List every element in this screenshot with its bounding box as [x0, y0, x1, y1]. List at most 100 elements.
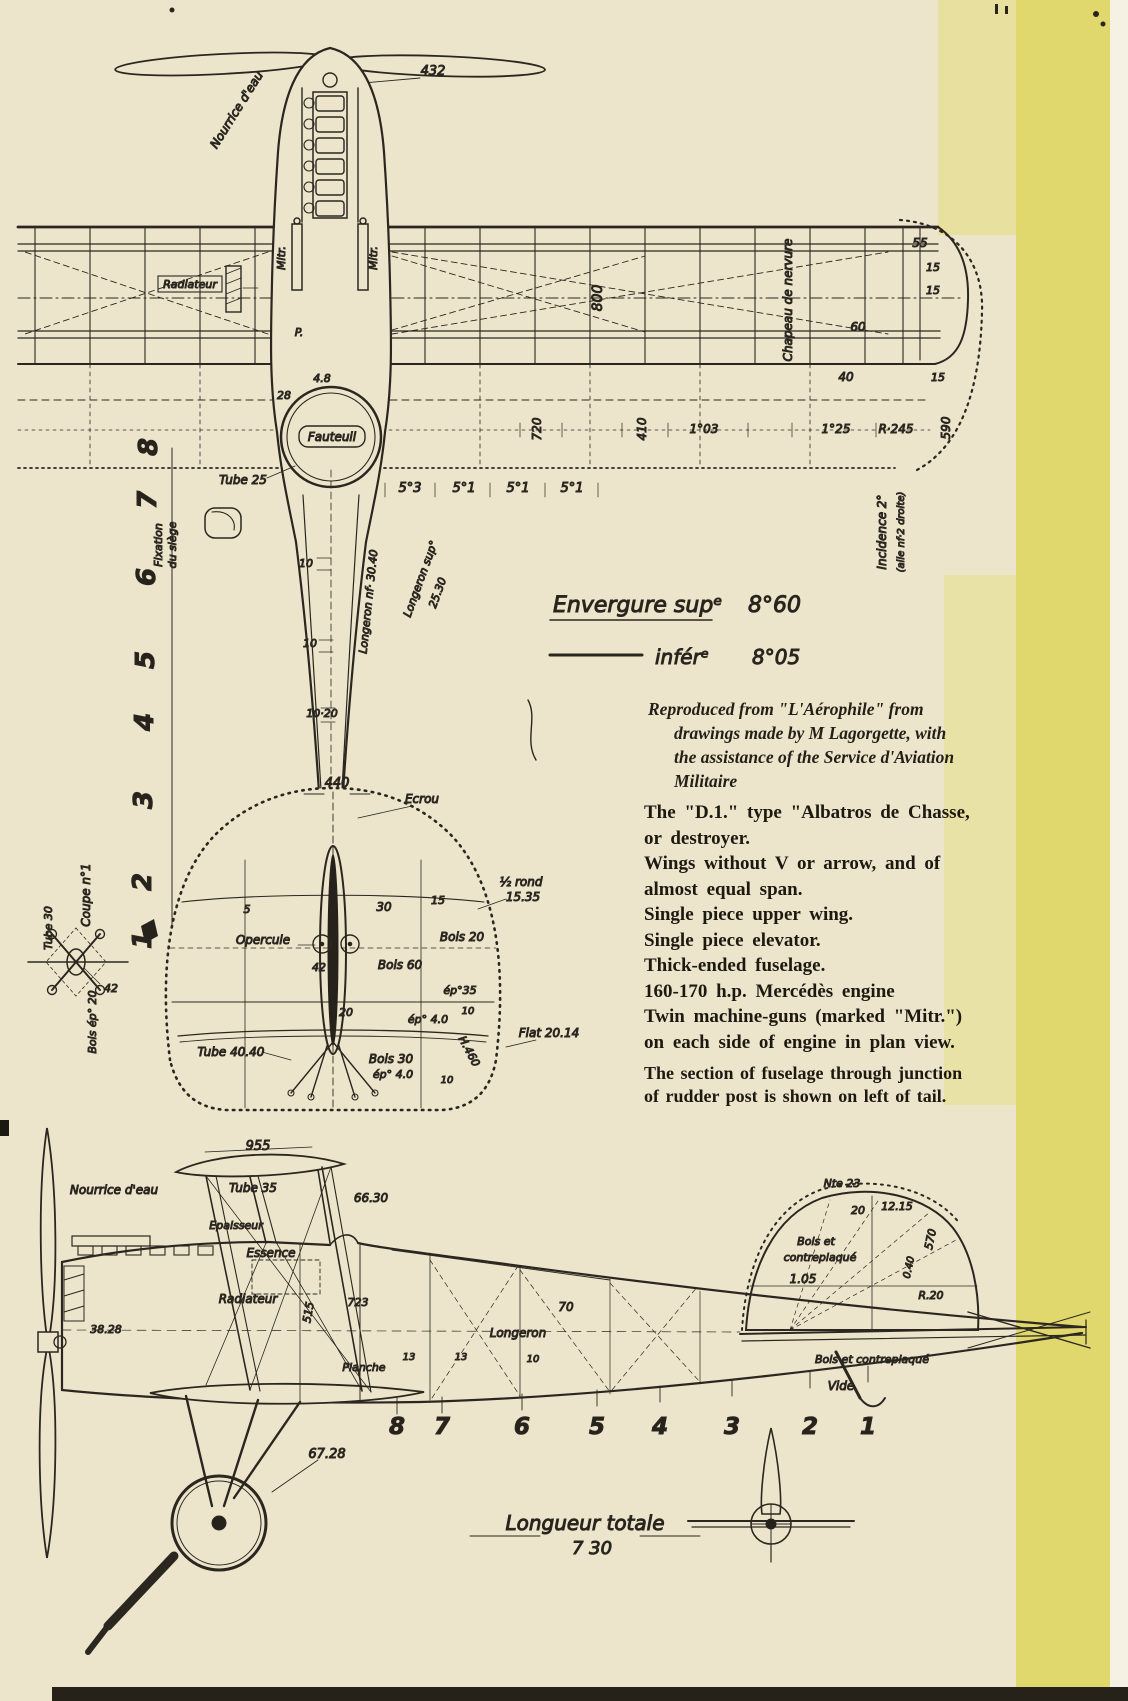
struts-and-wires [205, 1166, 372, 1393]
label-planche: Planche [342, 1361, 385, 1374]
machine-guns [291, 217, 369, 291]
credit-line: the assistance of the Service d'Aviation [674, 747, 955, 767]
label-nte-23: Nte 23 [824, 1177, 861, 1190]
note-line: Single piece elevator. [644, 929, 821, 951]
rib-number-2: 2 [128, 873, 158, 891]
footnote-line: The section of fuselage through junction [644, 1063, 963, 1083]
rib-number-8: 8 [134, 438, 164, 456]
label-dim-10-a: 10 [462, 1006, 475, 1017]
elevator-leaders [261, 793, 537, 1061]
yellow-wash-textarea [944, 575, 1016, 1105]
label-dim-15-b: 15 [926, 284, 940, 297]
label-dim-13-a: 13 [403, 1352, 416, 1363]
note-line: Single piece upper wing. [644, 904, 854, 925]
upper-wing-side [173, 1153, 348, 1178]
label-dim-r245: R·245 [878, 422, 913, 436]
label-bois-contre-1a: Bois et [797, 1235, 835, 1248]
label-dim-20: 20 [339, 1006, 353, 1019]
label-nourrice-side: Nourrice d'eau [70, 1183, 159, 1197]
label-dim-15: 15 [431, 894, 445, 907]
wing-plan [16, 218, 984, 951]
label-demi-rond-2: 15.35 [506, 890, 540, 904]
label-dim-66-30: 66.30 [354, 1191, 389, 1205]
label-dim-70: 70 [558, 1300, 574, 1314]
station-number-2: 2 [802, 1414, 818, 1440]
label-longueur-totale: Longueur totale [505, 1511, 664, 1535]
label-coupe-title: Coupe n°1 [79, 863, 93, 926]
plan-view: 432 Nourrice d'eau Mitr. Mitr. Radiateur… [16, 46, 984, 951]
label-fixation-2: du siège [166, 521, 179, 568]
station-number-5: 5 [589, 1414, 605, 1440]
scribble [527, 699, 537, 761]
fin-rudder-side [739, 1182, 1091, 1408]
side-view: 955 Tube 35 66.30 Nourrice d'eau Epaisse… [37, 1127, 1091, 1655]
label-dim-10-b: 10 [303, 637, 317, 650]
label-deg-5-1-c: 5°1 [560, 481, 583, 496]
scan-specks [169, 4, 1106, 27]
label-dim-38-28: 38.28 [90, 1323, 122, 1336]
label-bois-30: Bois 30 [369, 1052, 414, 1066]
fuselage-internal-structure [251, 1242, 701, 1403]
rib-number-5: 5 [131, 651, 161, 669]
rib-number-6: 6 [132, 568, 162, 586]
label-dim-440: 440 [325, 776, 350, 791]
label-dim-15-a: 15 [926, 261, 940, 274]
label-tube-40-40: Tube 40.40 [198, 1045, 265, 1059]
hatch-flag [141, 919, 158, 943]
label-dim-1-05: 1.05 [790, 1272, 817, 1286]
label-nourrice-deau: Nourrice d'eau [207, 68, 266, 151]
note-line: 160-170 h.p. Mercédès engine [644, 980, 895, 1002]
label-bois-contre-1b: contreplaqué [784, 1251, 857, 1264]
label-dim-1-03: 1°03 [690, 422, 719, 436]
label-r-20: R.20 [918, 1289, 943, 1302]
label-envergure-infer: inférᵉ [655, 645, 709, 669]
label-dim-12-15: 12.15 [881, 1200, 913, 1213]
station-number-7: 7 [434, 1414, 450, 1440]
label-dim-1-25: 1°25 [822, 422, 851, 436]
label-tube-35: Tube 35 [229, 1181, 277, 1195]
label-envergure-infer-value: 8°05 [752, 645, 800, 669]
label-dim-10-a: 10 [299, 557, 313, 570]
label-deg-5-1-b: 5°1 [506, 481, 529, 496]
label-dim-13-b: 13 [455, 1352, 468, 1363]
label-dim-20-fin: 20 [851, 1204, 865, 1217]
label-opercule: Opercule [236, 933, 290, 947]
bottom-dark-band [52, 1687, 1128, 1701]
label-mitr-right: Mitr. [367, 246, 380, 270]
label-dim-4-8: 4.8 [313, 372, 331, 385]
footnote-line: of rudder post is shown on left of tail. [644, 1086, 947, 1106]
label-envergure-sup: Envergure supᵉ [553, 593, 722, 618]
label-incidence-1: Incidence 2° [875, 494, 889, 569]
label-dim-30: 30 [376, 900, 392, 914]
label-p: P. [295, 326, 304, 339]
label-ep-35: ép°35 [443, 984, 476, 997]
elevator-struts [287, 1041, 379, 1101]
station-number-3: 3 [724, 1414, 740, 1440]
label-coupe-42: 42 [104, 982, 118, 995]
dim-955-line [204, 1146, 313, 1153]
label-dim-40: 40 [838, 370, 854, 384]
station-number-4: 4 [651, 1414, 668, 1440]
label-epaisseur: Epaisseur [209, 1219, 264, 1232]
label-fauteuil: Fauteuil [308, 430, 357, 444]
label-vide: Vide [828, 1379, 855, 1393]
station-number-1: 1 [860, 1414, 876, 1440]
landing-gear [85, 1394, 319, 1655]
label-dim-60: 60 [850, 320, 866, 334]
credit-line: Militaire [674, 771, 738, 791]
label-tube-25: Tube 25 [219, 473, 267, 487]
label-dim-723: 723 [348, 1296, 369, 1309]
label-longeron-side: Longeron [490, 1326, 547, 1340]
label-mitr-left: Mitr. [275, 246, 288, 270]
notes-block: The "D.1." type "Albatros de Chasse, or … [644, 800, 1036, 1055]
label-dim-515: 515 [300, 1301, 316, 1324]
dim-ticks [384, 422, 877, 498]
label-bois-contre-2: Bois et contreplaqué [815, 1353, 929, 1366]
credit-line: Reproduced from "L'Aérophile" from [648, 699, 924, 719]
station-number-8: 8 [389, 1414, 405, 1440]
label-bois-60: Bois 60 [378, 958, 423, 972]
propeller-side [37, 1127, 67, 1559]
label-chapeau-de-nervure: Chapeau de nervure [781, 239, 795, 362]
